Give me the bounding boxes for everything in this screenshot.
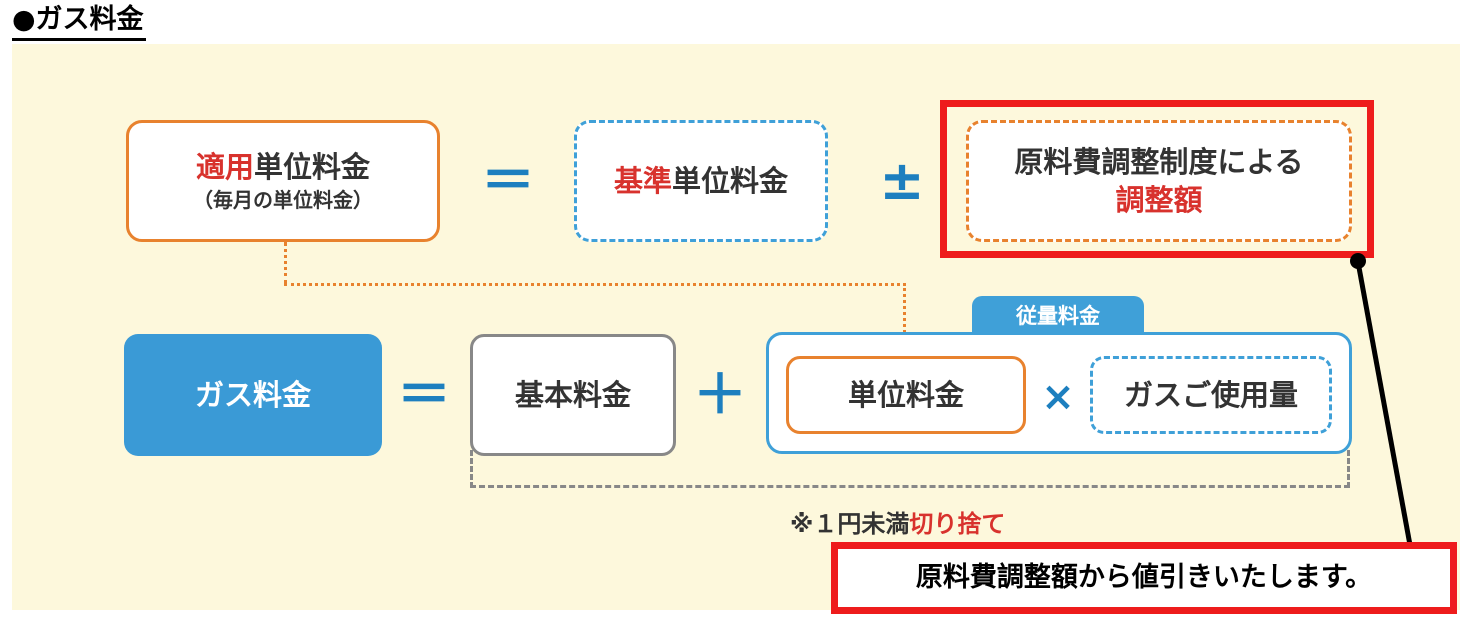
- page-title: ●ガス料金: [12, 2, 146, 41]
- connector-vertical-1: [284, 242, 287, 284]
- equals-sign-2: ＝: [397, 363, 451, 426]
- rounding-bracket: [470, 450, 1350, 488]
- unit-fee-label: 単位料金: [847, 378, 964, 412]
- applied-unit-price-label: 適用単位料金: [196, 148, 370, 186]
- plus-sign: ＋: [693, 363, 747, 426]
- basic-fee-box: 基本料金: [470, 334, 676, 456]
- equals-sign-1: ＝: [481, 149, 535, 212]
- gas-fee-label: ガス料金: [194, 378, 311, 412]
- footnote-highlight: 切り捨て: [909, 510, 1006, 538]
- footnote-prefix: ※１円未満: [790, 510, 910, 538]
- callout-box: 原料費調整額から値引きいたします。: [831, 542, 1457, 614]
- basic-fee-label: 基本料金: [514, 378, 631, 412]
- plus-minus-sign: ±: [879, 149, 925, 212]
- adjustment-line1: 原料費調整制度による: [1014, 145, 1304, 179]
- base-unit-price-box: 基準単位料金: [574, 120, 828, 242]
- applied-unit-price-note: （毎月の単位料金）: [193, 188, 373, 212]
- footnote: ※１円未満切り捨て: [790, 507, 1005, 541]
- base-unit-price-label: 基準単位料金: [614, 162, 788, 200]
- base-prefix: 基準: [613, 164, 672, 198]
- adjustment-amount-box: 原料費調整制度による 調整額: [966, 120, 1352, 242]
- gas-fee-box: ガス料金: [124, 334, 382, 456]
- gas-usage-box: ガスご使用量: [1090, 356, 1332, 434]
- gas-usage-label: ガスご使用量: [1123, 378, 1298, 412]
- applied-unit-price-box: 適用単位料金 （毎月の単位料金）: [126, 120, 440, 242]
- applied-prefix: 適用: [195, 150, 254, 184]
- applied-suffix: 単位料金: [254, 150, 371, 184]
- adjustment-line2: 調整額: [1115, 183, 1203, 217]
- usage-fee-tab: 従量料金: [972, 296, 1144, 336]
- unit-fee-box: 単位料金: [786, 356, 1026, 434]
- connector-horizontal: [284, 283, 906, 286]
- highlight-frame: [940, 100, 1374, 258]
- times-sign: ×: [1041, 374, 1075, 420]
- connector-vertical-2: [903, 283, 906, 339]
- base-suffix: 単位料金: [672, 164, 789, 198]
